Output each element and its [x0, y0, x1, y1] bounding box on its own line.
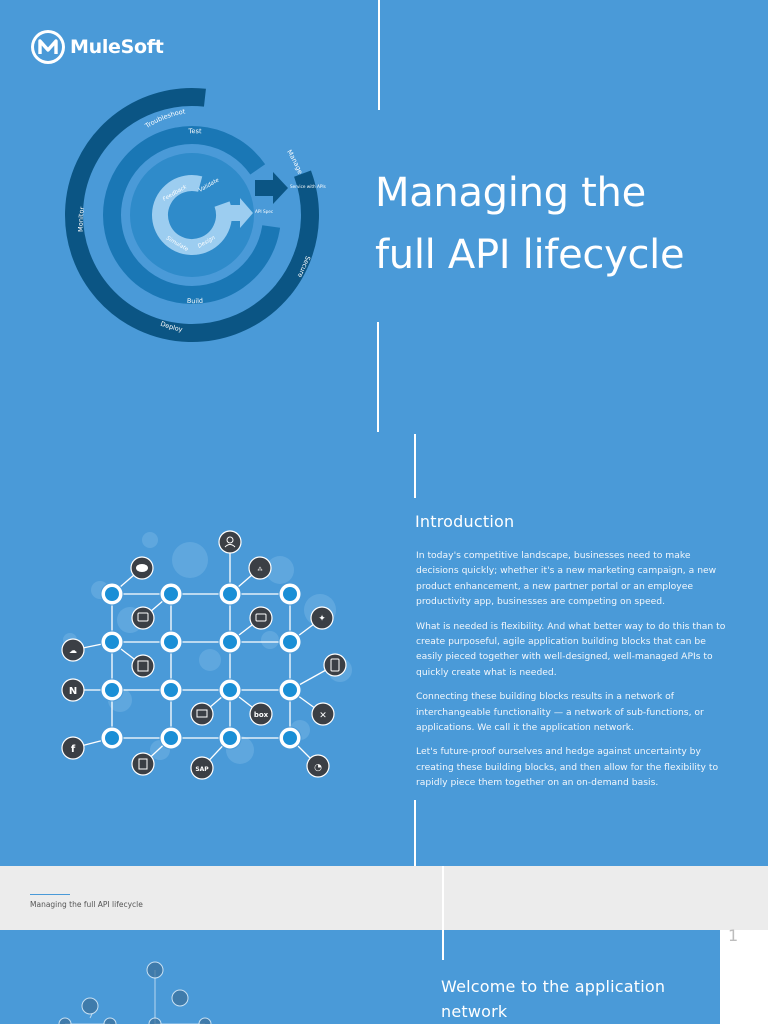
footer-rule [30, 894, 70, 895]
outer-label-manage: Manage [285, 148, 304, 175]
bottom-divider-line [414, 800, 416, 866]
section-heading: Welcome to the application network [441, 974, 665, 1024]
section-heading-line-2: network [441, 1002, 508, 1021]
footer-label: Managing the full API lifecycle [30, 900, 143, 909]
database-icon [249, 606, 273, 630]
mobile-icon [323, 653, 347, 677]
page-2: Welcome to the application network [0, 930, 720, 1024]
sap-icon [190, 756, 214, 780]
mulesoft-logo: MuleSoft [30, 29, 164, 65]
svg-text:☁: ☁ [69, 646, 77, 655]
intro-paragraph: Let's future-proof ourselves and hedge a… [416, 746, 719, 789]
app-nodes [61, 530, 347, 780]
page-margin [720, 930, 768, 1024]
section-heading-line-1: Welcome to the application [441, 977, 666, 996]
page-1: MuleSoft Troubleshoot Manage Secure Depl… [30, 0, 731, 866]
outer-ring [65, 88, 319, 342]
intro-body: In today's competitive landscape, busine… [416, 548, 731, 800]
card-icon [131, 606, 155, 630]
mulesoft-logo-icon [31, 30, 65, 64]
middle-ring [103, 126, 281, 304]
title-line-1: Managing the [375, 170, 646, 216]
page-footer: Managing the full API lifecycle [0, 866, 768, 930]
page2-divider-line [442, 930, 444, 960]
brand-name: MuleSoft [70, 36, 164, 58]
intro-paragraph: Connecting these building blocks results… [416, 691, 704, 734]
top-divider-line [378, 0, 380, 110]
svg-text:✕: ✕ [319, 711, 327, 721]
tools-icon [311, 702, 335, 726]
arrow-label-spec: API Spec [255, 209, 274, 214]
user-icon [218, 530, 242, 554]
sap-logo-text: SAP [195, 766, 209, 773]
footer-divider-line [442, 866, 444, 930]
netsuite-letter: N [69, 686, 77, 697]
middle-arrow [255, 172, 288, 204]
mule-nodes [100, 582, 302, 750]
inner-ring [152, 175, 232, 255]
api-lifecycle-diagram: Troubleshoot Manage Secure Deploy Monito… [65, 88, 326, 342]
svg-text:⁂: ⁂ [258, 566, 263, 573]
twitter-icon [310, 606, 334, 630]
middle-label-build: Build [187, 297, 204, 305]
mini-network-illustration [58, 961, 212, 1024]
intro-heading: Introduction [415, 512, 515, 531]
box-icon [249, 702, 273, 726]
intro-paragraph: What is needed is flexibility. And what … [416, 620, 726, 678]
cloud-icon [61, 638, 85, 662]
inner-arrow [220, 198, 253, 228]
netsuite-icon [61, 678, 85, 702]
globe-icon [306, 754, 330, 778]
inner-disc [130, 153, 254, 277]
outer-ring-gap [65, 88, 319, 342]
grid-icon [131, 654, 155, 678]
title-line-2: full API lifecycle [375, 232, 685, 278]
mid-divider-line [377, 322, 379, 432]
application-network-illustration: ✦ ☁ N box SAP f ✕ ◔ ⁂ [61, 530, 352, 780]
box-logo-text: box [254, 711, 269, 719]
outer-label-monitor: Monitor [77, 206, 87, 232]
page-number: 1 [728, 926, 739, 945]
facebook-icon [61, 736, 85, 760]
arrow-label-service: Service with APIs [290, 184, 326, 189]
svg-text:✦: ✦ [318, 614, 326, 624]
document-icon [131, 752, 155, 776]
svg-text:f: f [71, 744, 76, 755]
app-glyphs: ✦ ☁ N box SAP f ✕ ◔ ⁂ [69, 536, 340, 773]
workday-icon [248, 556, 272, 580]
page-title: Managing the full API lifecycle [375, 162, 685, 286]
intro-divider-line [414, 434, 416, 498]
middle-label-test: Test [187, 127, 202, 135]
wallet-icon [190, 702, 214, 726]
svg-text:◔: ◔ [314, 763, 322, 773]
intro-paragraph: In today's competitive landscape, busine… [416, 550, 717, 608]
